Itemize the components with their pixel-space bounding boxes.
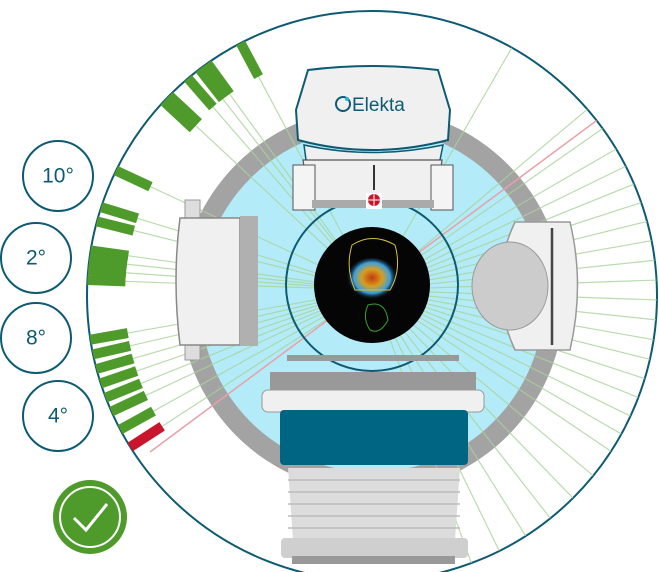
- beam-segment: [88, 255, 128, 270]
- angle-button-4[interactable]: 4°: [22, 380, 94, 452]
- crosshair-icon: [366, 193, 382, 209]
- confirm-button[interactable]: [53, 480, 127, 554]
- beam-segment: [91, 340, 132, 360]
- beam-segment: [203, 60, 234, 98]
- beam-segment: [87, 265, 127, 278]
- checkmark-icon: [72, 503, 109, 533]
- elekta-logo: Elekta: [335, 95, 405, 116]
- beam-segment: [95, 216, 136, 236]
- beam-segment: [236, 40, 263, 79]
- beam-segment: [109, 390, 149, 417]
- left-imager: [175, 199, 258, 361]
- beam-segment: [99, 366, 139, 389]
- beam-segment: [195, 66, 227, 103]
- beam-segment: [117, 406, 156, 434]
- beam-segment: [95, 353, 135, 374]
- gantry-head: Elekta: [292, 65, 454, 211]
- beam-segment: [103, 378, 143, 403]
- svg-text:2°: 2°: [26, 247, 46, 270]
- svg-text:10°: 10°: [42, 165, 74, 188]
- beam-segment: [113, 166, 153, 192]
- beam-segment-red: [127, 422, 165, 452]
- right-imager: [471, 221, 579, 351]
- svg-text:4°: 4°: [48, 405, 68, 428]
- svg-text:8°: 8°: [26, 327, 46, 350]
- dose-cloud: [346, 258, 398, 302]
- angle-button-8[interactable]: 8°: [0, 302, 72, 374]
- angle-button-10[interactable]: 10°: [22, 140, 94, 212]
- beam-segment: [87, 275, 126, 287]
- contour-outline: [348, 238, 399, 291]
- treatment-area: Elekta: [86, 10, 658, 572]
- angle-button-2[interactable]: 2°: [0, 222, 72, 294]
- patient-couch: [261, 355, 485, 564]
- svg-text:Elekta: Elekta: [352, 95, 405, 116]
- contour-lower: [364, 303, 389, 332]
- beam-segment: [99, 202, 139, 224]
- beam-segments: [87, 40, 263, 452]
- beam-segment: [89, 328, 129, 345]
- beam-segment: [89, 245, 129, 261]
- beam-segment: [184, 75, 217, 111]
- beam-segment: [160, 91, 202, 133]
